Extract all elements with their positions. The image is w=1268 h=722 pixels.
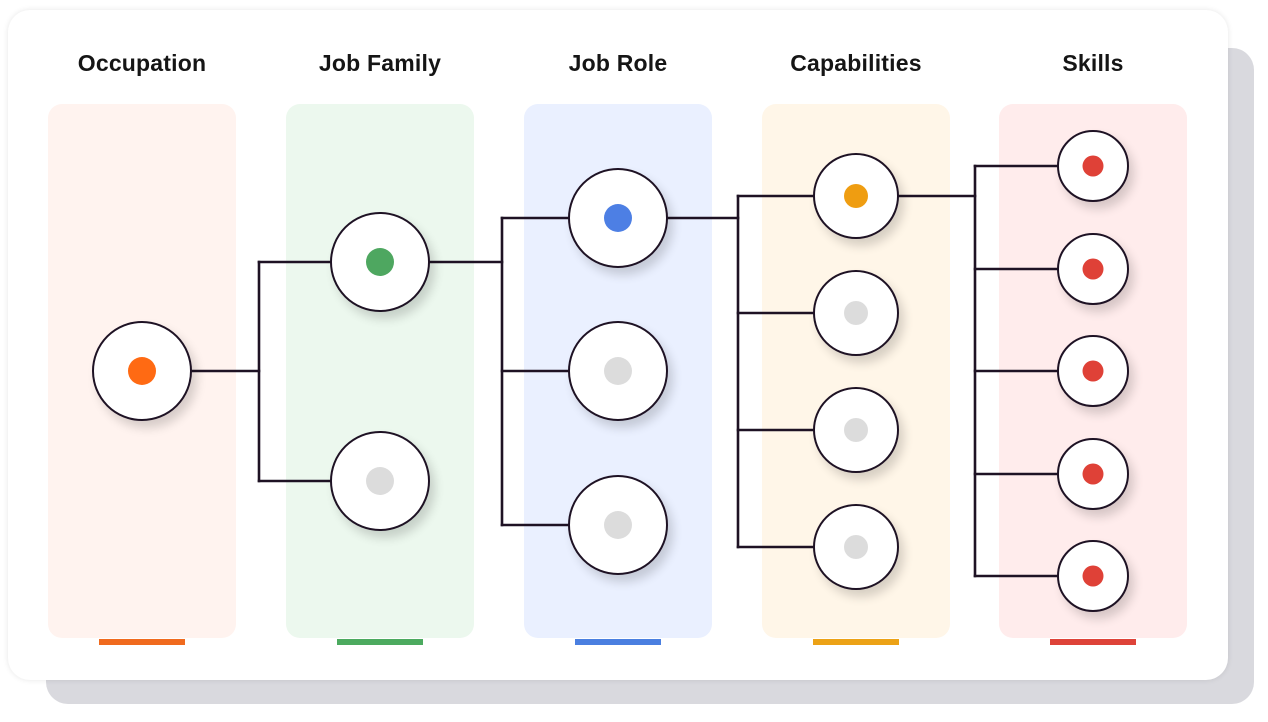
capabilities-node[interactable]: [813, 270, 899, 356]
occupation-node[interactable]: [92, 321, 192, 421]
skills-node[interactable]: [1057, 335, 1129, 407]
active-dot-icon: [1082, 258, 1104, 280]
skills-title: Skills: [1062, 50, 1124, 76]
job-role-title: Job Role: [568, 50, 668, 76]
job-role-accent-bar: [575, 639, 661, 645]
job-family-panel: [286, 104, 474, 638]
job-role-node[interactable]: [568, 168, 668, 268]
active-dot-icon: [1082, 155, 1104, 177]
job-family-node[interactable]: [330, 431, 430, 531]
job-role-node[interactable]: [568, 321, 668, 421]
skills-accent-bar: [1050, 639, 1136, 645]
occupation-accent-bar: [99, 639, 185, 645]
active-dot-icon: [128, 357, 156, 385]
occupation-title: Occupation: [77, 50, 207, 76]
job-role-node[interactable]: [568, 475, 668, 575]
inactive-dot-icon: [844, 418, 868, 442]
active-dot-icon: [844, 184, 868, 208]
skills-node[interactable]: [1057, 130, 1129, 202]
job-family-accent-bar: [337, 639, 423, 645]
job-family-title: Job Family: [318, 50, 442, 76]
capabilities-node[interactable]: [813, 504, 899, 590]
capabilities-node[interactable]: [813, 153, 899, 239]
skills-node[interactable]: [1057, 540, 1129, 612]
active-dot-icon: [366, 248, 394, 276]
skills-node[interactable]: [1057, 233, 1129, 305]
active-dot-icon: [1082, 463, 1104, 485]
skills-node[interactable]: [1057, 438, 1129, 510]
capabilities-title: Capabilities: [790, 50, 922, 76]
inactive-dot-icon: [604, 357, 632, 385]
capabilities-node[interactable]: [813, 387, 899, 473]
active-dot-icon: [1082, 360, 1104, 382]
inactive-dot-icon: [844, 535, 868, 559]
inactive-dot-icon: [844, 301, 868, 325]
inactive-dot-icon: [366, 467, 394, 495]
capabilities-accent-bar: [813, 639, 899, 645]
active-dot-icon: [1082, 565, 1104, 587]
job-family-node[interactable]: [330, 212, 430, 312]
inactive-dot-icon: [604, 511, 632, 539]
active-dot-icon: [604, 204, 632, 232]
